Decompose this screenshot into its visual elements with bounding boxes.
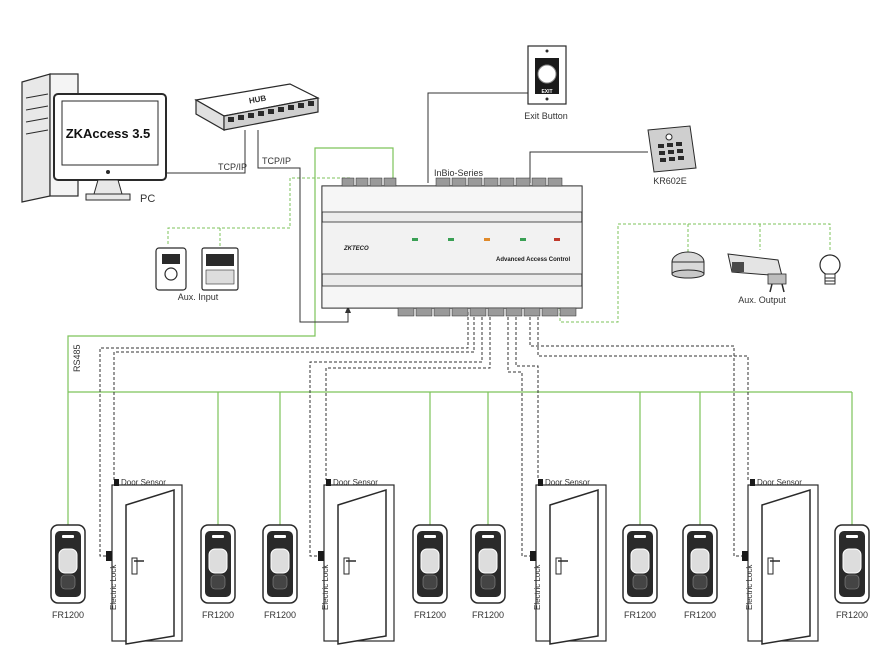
fingerprint-sensor-icon xyxy=(58,548,78,574)
reader-lower-panel xyxy=(692,574,708,590)
fr1200-reader: FR1200 xyxy=(834,524,870,620)
reader-lower-panel xyxy=(210,574,226,590)
electric-lock-label: Electric Lock xyxy=(321,564,330,610)
door-sensor-label: Door Sensor xyxy=(121,478,166,487)
door-sensor-label: Door Sensor xyxy=(545,478,590,487)
reader-lower-panel xyxy=(844,574,860,590)
reader-led-icon xyxy=(846,535,858,538)
reader-label: FR1200 xyxy=(624,610,656,620)
door-handle-icon xyxy=(131,557,138,575)
reader-lower-panel xyxy=(422,574,438,590)
fr1200-reader: FR1200 xyxy=(412,524,448,620)
exit-button-label: Exit Button xyxy=(524,111,568,121)
door-handle-icon xyxy=(767,557,774,575)
electric-lock-label: Electric Lock xyxy=(109,564,118,610)
keypad-label: KR602E xyxy=(653,176,687,186)
reader-lower-panel xyxy=(480,574,496,590)
door-leaf xyxy=(125,488,175,645)
door-leaf xyxy=(761,488,811,645)
aux-output-devices xyxy=(671,251,841,293)
fr1200-reader: FR1200 xyxy=(622,524,658,620)
reader-led-icon xyxy=(634,535,646,538)
fingerprint-sensor-icon xyxy=(842,548,862,574)
reader-label: FR1200 xyxy=(414,610,446,620)
fr1200-reader: FR1200 xyxy=(470,524,506,620)
tcpip-panel-label: TCP/IP xyxy=(262,156,291,166)
reader-label: FR1200 xyxy=(684,610,716,620)
fr1200-reader: FR1200 xyxy=(262,524,298,620)
fingerprint-sensor-icon xyxy=(270,548,290,574)
software-title: ZKAccess 3.5 xyxy=(66,126,151,141)
hub-label: HUB xyxy=(248,94,267,106)
fr1200-reader: FR1200 xyxy=(682,524,718,620)
door-handle-icon xyxy=(555,557,562,575)
reader-lower-panel xyxy=(632,574,648,590)
reader-lower-panel xyxy=(272,574,288,590)
electric-lock-label: Electric Lock xyxy=(745,564,754,610)
black-solid-wiring xyxy=(166,92,648,323)
pc-label: PC xyxy=(140,193,155,205)
electric-lock-icon xyxy=(106,551,112,561)
reader-label: FR1200 xyxy=(836,610,868,620)
fingerprint-sensor-icon xyxy=(420,548,440,574)
reader-label: FR1200 xyxy=(202,610,234,620)
door-sensor-label: Door Sensor xyxy=(333,478,378,487)
fingerprint-sensor-icon xyxy=(690,548,710,574)
electric-lock-icon xyxy=(318,551,324,561)
reader-label: FR1200 xyxy=(472,610,504,620)
reader-lower-panel xyxy=(60,574,76,590)
door-sensor-label: Door Sensor xyxy=(757,478,802,487)
fingerprint-sensor-icon xyxy=(478,548,498,574)
black-dashed-door-wiring xyxy=(99,312,749,557)
pc-monitor xyxy=(53,93,167,201)
fingerprint-sensor-icon xyxy=(630,548,650,574)
electric-lock-icon xyxy=(530,551,536,561)
controller-series-label: InBio-Series xyxy=(434,168,484,178)
exit-button-device xyxy=(527,45,567,105)
door-sensor-icon xyxy=(750,479,755,486)
reader-led-icon xyxy=(212,535,224,538)
reader-led-icon xyxy=(424,535,436,538)
aux-input-devices xyxy=(155,247,239,291)
fr1200-readers: FR1200 FR1200 FR1200 FR1200 FR1200 FR1200 FR12… xyxy=(50,524,870,620)
aux-input-label: Aux. Input xyxy=(178,292,219,302)
reader-led-icon xyxy=(694,535,706,538)
fingerprint-sensor-icon xyxy=(208,548,228,574)
kr602e-keypad xyxy=(647,125,697,173)
green-rs485-wiring xyxy=(67,147,853,525)
aux-output-label: Aux. Output xyxy=(738,295,786,305)
arrow-to-controller xyxy=(345,306,351,313)
door-sensor-icon xyxy=(538,479,543,486)
controller-panel-title: Advanced Access Control xyxy=(496,257,570,263)
door-leaf xyxy=(549,488,599,645)
rs485-label: RS485 xyxy=(72,344,82,372)
reader-led-icon xyxy=(482,535,494,538)
door-leaf xyxy=(337,488,387,645)
controller-brand: ZKTECO xyxy=(343,246,369,252)
fr1200-reader: FR1200 xyxy=(50,524,86,620)
reader-label: FR1200 xyxy=(264,610,296,620)
network-hub xyxy=(194,83,320,132)
inbio-controller xyxy=(321,177,583,317)
tcpip-pc-label: TCP/IP xyxy=(218,162,247,172)
electric-lock-label: Electric Lock xyxy=(533,564,542,610)
reader-led-icon xyxy=(274,535,286,538)
door-handle-icon xyxy=(343,557,350,575)
exit-button-text: EXIT xyxy=(541,89,552,95)
door-sensor-icon xyxy=(114,479,119,486)
fr1200-reader: FR1200 xyxy=(200,524,236,620)
door-sensor-icon xyxy=(326,479,331,486)
reader-label: FR1200 xyxy=(52,610,84,620)
green-dashed-aux-wiring xyxy=(167,177,831,323)
reader-led-icon xyxy=(62,535,74,538)
electric-lock-icon xyxy=(742,551,748,561)
